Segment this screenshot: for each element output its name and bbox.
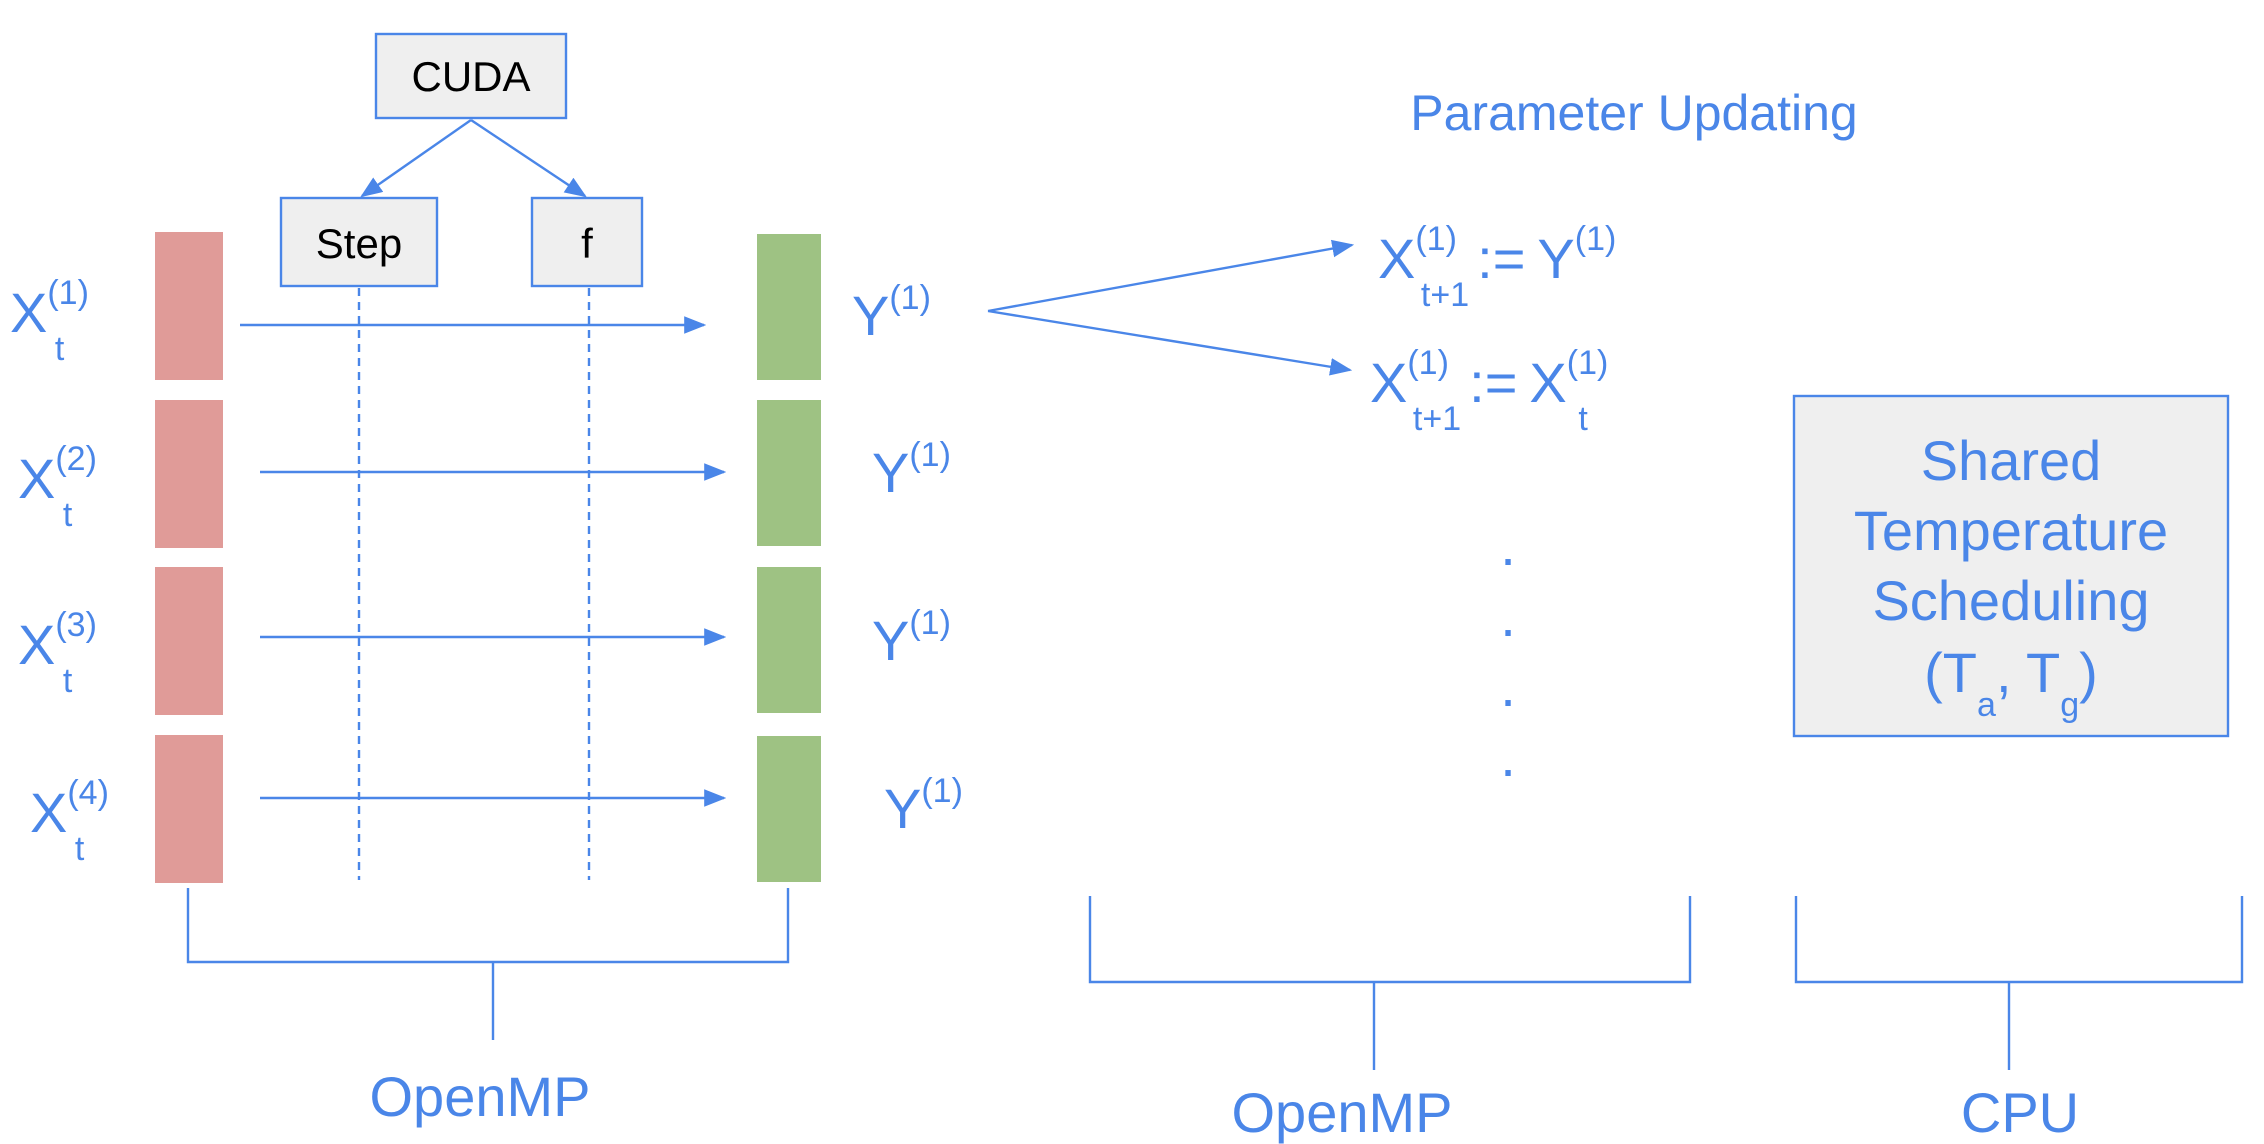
shared-box-line-1: Shared — [1921, 429, 2102, 492]
shared-box-line-3: Scheduling — [1872, 569, 2149, 632]
shared-box-line-2: Temperature — [1854, 499, 2168, 562]
cpu-bracket — [1794, 896, 2244, 984]
shared-box-line-4: (Ta, Tg) — [1924, 641, 2098, 724]
output-vector-1 — [757, 234, 821, 380]
f-box — [530, 196, 644, 288]
cuda-to-f-arrow — [470, 119, 587, 198]
ellipsis-dot-1: . — [1500, 514, 1516, 577]
output-label-2: Y(1) — [872, 436, 951, 504]
cuda-label: CUDA — [411, 53, 530, 100]
input-vector-1 — [155, 232, 223, 380]
update-arrow-accept — [987, 239, 1355, 313]
cuda-box — [374, 32, 568, 120]
output-vector-3 — [757, 567, 821, 713]
cpu-label: CPU — [1961, 1081, 2079, 1144]
parameter-updating-title: Parameter Updating — [1410, 85, 1857, 141]
output-label-3: Y(1) — [872, 604, 951, 672]
input-vector-3 — [155, 567, 223, 715]
input-label-4: X(4)t — [30, 774, 109, 868]
input-label-2: X(2)t — [18, 440, 97, 534]
update-equation-accept: X(1)t+1:=Y(1) — [1378, 220, 1616, 314]
cuda-to-step-arrow — [360, 119, 472, 198]
output-vector-2 — [757, 400, 821, 546]
ellipsis-dot-4: . — [1500, 725, 1516, 788]
update-equation-reject: X(1)t+1:=X(1)t — [1370, 344, 1608, 438]
step-label: Step — [316, 220, 402, 267]
shared-temperature-box — [1792, 394, 2230, 738]
input-vector-2 — [155, 400, 223, 548]
input-label-3: X(3)t — [18, 606, 97, 700]
input-vector-4 — [155, 735, 223, 883]
ellipsis-dot-2: . — [1500, 585, 1516, 648]
output-label-4: Y(1) — [884, 772, 963, 840]
middle-openmp-label: OpenMP — [1232, 1081, 1453, 1144]
step-box — [279, 196, 439, 288]
left-openmp-label: OpenMP — [370, 1065, 591, 1128]
update-arrow-reject — [987, 309, 1353, 376]
output-label-1: Y(1) — [852, 279, 931, 347]
f-label: f — [581, 220, 593, 267]
middle-openmp-bracket — [1088, 896, 1692, 984]
ellipsis-dot-3: . — [1500, 655, 1516, 718]
left-openmp-bracket — [186, 888, 790, 964]
input-label-1: X(1)t — [10, 274, 89, 368]
output-vector-4 — [757, 736, 821, 882]
